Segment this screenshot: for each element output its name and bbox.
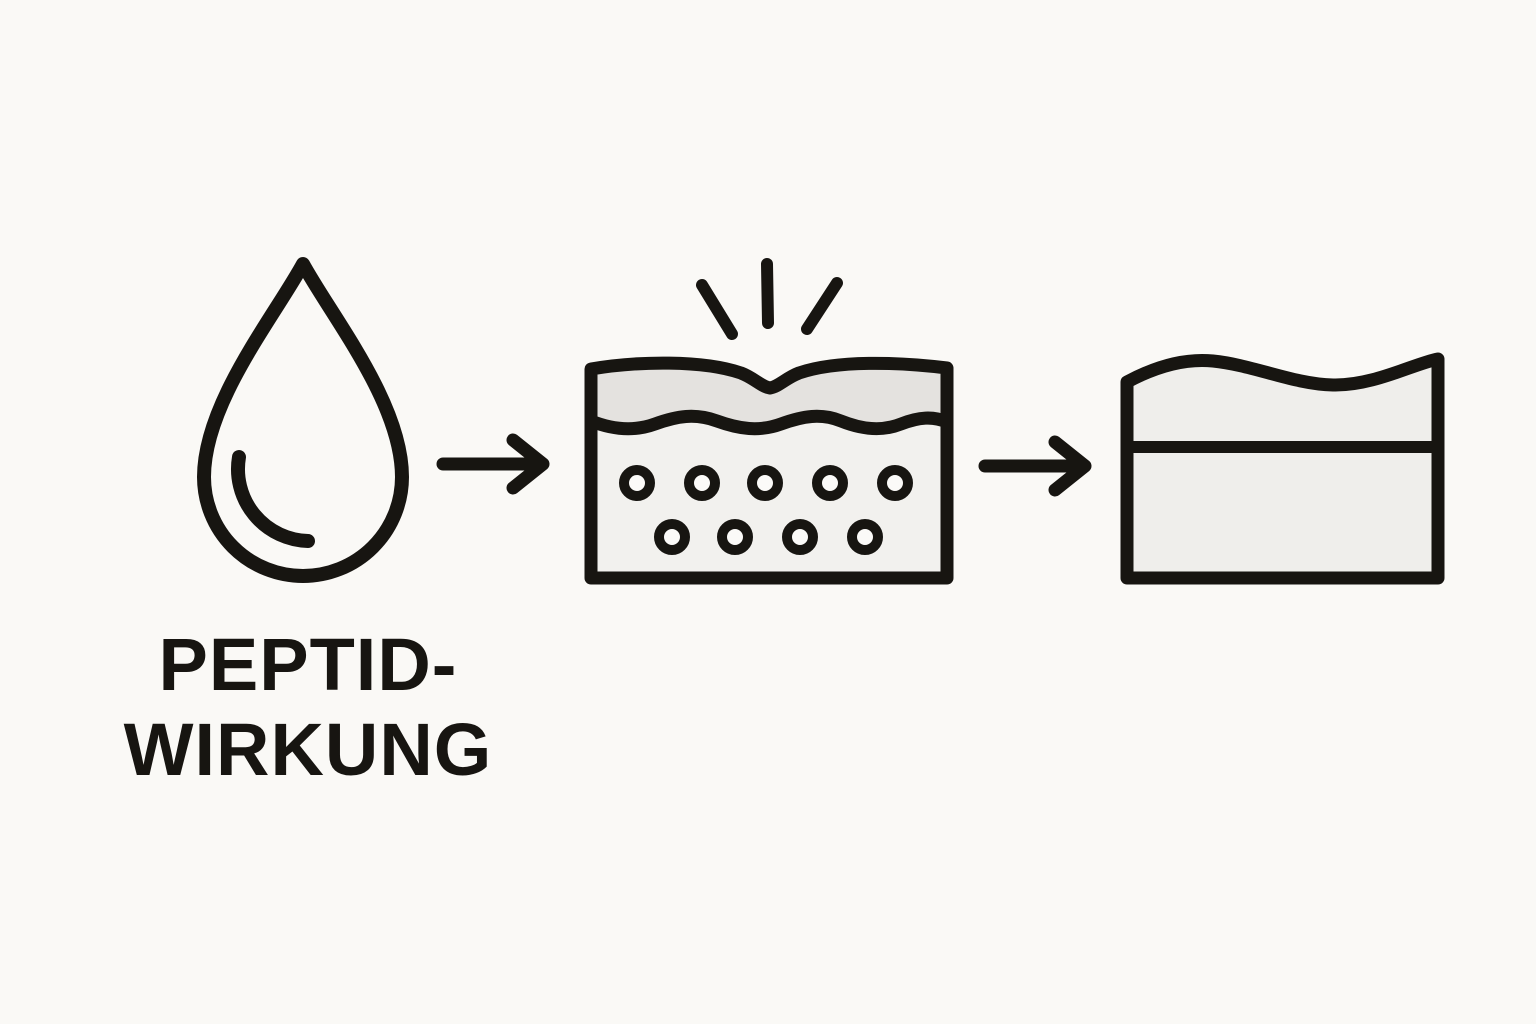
stress-mark-right — [801, 277, 843, 335]
arrow-shape — [436, 433, 550, 495]
cell-row-bottom — [654, 519, 883, 555]
cell-circle — [812, 465, 848, 501]
cell-circle — [619, 465, 655, 501]
diagram-title-line2: WIRKUNG — [123, 708, 493, 791]
arrow-shape — [978, 435, 1092, 497]
smooth-skin-border — [1120, 352, 1445, 585]
cell-circle — [847, 519, 883, 555]
cell-circle — [877, 465, 913, 501]
cell-circle — [684, 465, 720, 501]
stress-mark-left — [696, 279, 738, 340]
water-drop-outline — [197, 257, 409, 583]
water-drop-icon — [197, 257, 409, 583]
smooth-skin-layer-icon — [1120, 352, 1445, 585]
cell-row-top — [619, 465, 913, 501]
stressed-skin-layer-icon — [584, 258, 954, 585]
skin-box-border — [584, 356, 954, 585]
diagram-title: PEPTID- WIRKUNG — [88, 622, 528, 792]
smooth-skin-fill — [1127, 359, 1438, 578]
skin-layer-boundary-wave — [584, 409, 954, 436]
right-arrow-icon — [978, 435, 1092, 497]
right-arrow-icon — [436, 433, 550, 495]
stress-mark-middle — [761, 258, 774, 329]
cell-circle — [747, 465, 783, 501]
diagram-title-line1: PEPTID- — [158, 623, 458, 706]
cell-circle — [654, 519, 690, 555]
water-drop-highlight-arc — [231, 450, 315, 548]
cell-circle — [782, 519, 818, 555]
cell-circle — [717, 519, 753, 555]
